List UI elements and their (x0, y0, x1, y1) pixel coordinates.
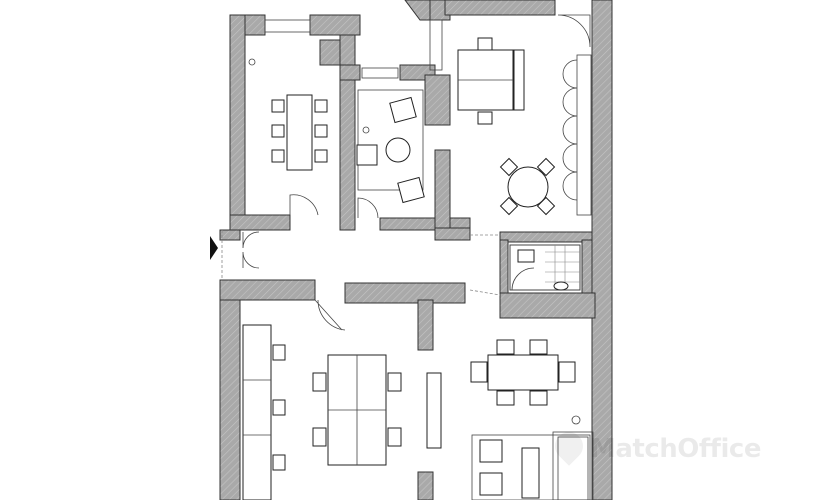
meeting-table (286, 94, 313, 171)
meeting-room-top-left (248, 19, 328, 216)
long-desk (242, 324, 272, 500)
exterior-wall-right (591, 0, 613, 500)
open-office (242, 299, 594, 500)
bathroom (509, 244, 581, 291)
office-top-right (429, 14, 592, 216)
meeting-table-lower (487, 354, 559, 391)
round-table (507, 166, 549, 208)
walls (219, 0, 613, 500)
entrance-door (242, 231, 260, 269)
watermark: MatchOffice (590, 434, 761, 464)
toilet (553, 281, 569, 291)
cabinet (426, 372, 442, 449)
entrance-arrow-icon (210, 236, 218, 260)
round-coffee-table (385, 137, 411, 163)
lounge-room (356, 67, 425, 219)
sink (517, 249, 535, 263)
